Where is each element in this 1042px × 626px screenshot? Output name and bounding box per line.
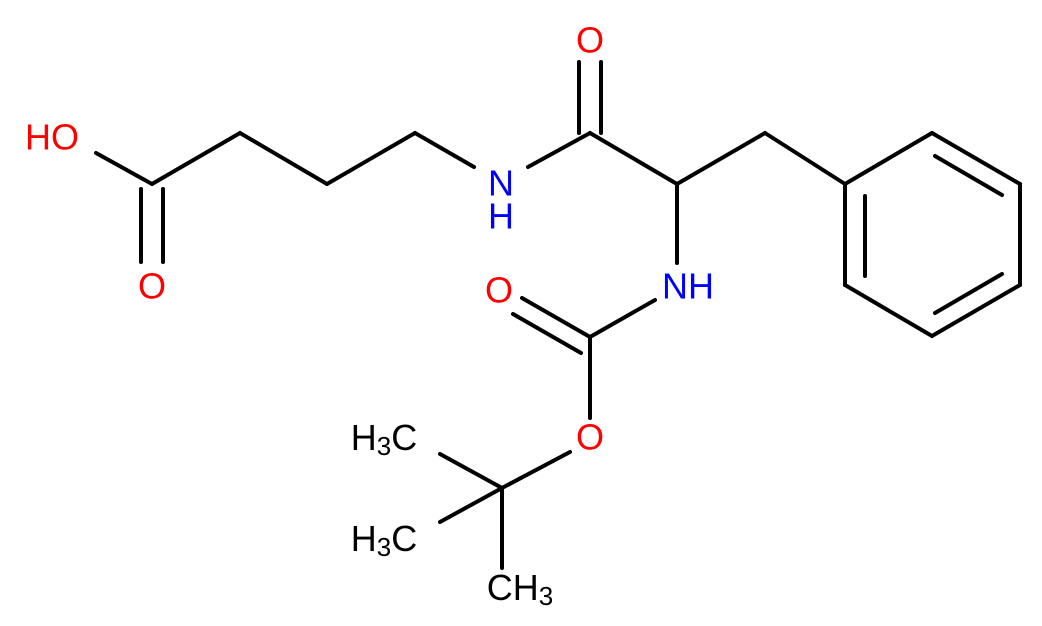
bond [675,131,767,186]
amide-nitrogen-label: N [488,163,514,204]
bond [933,154,1004,197]
atom-labels: HO O N H O NH O O H3C H3C CH3 [25,20,714,612]
carbamate-nh-label: NH [662,266,714,307]
bond [933,272,1004,315]
bond [438,486,504,524]
bond [930,283,1022,338]
bonds [94,60,1022,570]
bond [94,151,154,186]
ester-oxygen-label: O [576,417,604,458]
bond [843,283,934,338]
bond [238,131,329,186]
bond [526,131,592,169]
methyl-label-upper: H3C [351,417,417,462]
bond [438,452,504,490]
bond [520,296,592,339]
amide-carbonyl-oxygen-label: O [576,20,604,61]
bond [325,131,417,186]
carbamate-carbonyl-oxygen-label: O [485,270,513,311]
methyl-label-lower: CH3 [487,567,553,612]
bond [930,131,1022,186]
amide-hydrogen-label: H [488,196,514,237]
bond [413,131,476,169]
bond [511,312,583,355]
hydroxyl-label: HO [25,117,79,158]
bond [150,131,242,186]
bond [763,131,847,186]
bond [588,298,657,339]
methyl-label-middle: H3C [351,518,417,563]
bond [843,131,934,186]
bond [500,450,572,490]
bond [588,131,679,186]
acid-carbonyl-oxygen-label: O [138,266,166,307]
